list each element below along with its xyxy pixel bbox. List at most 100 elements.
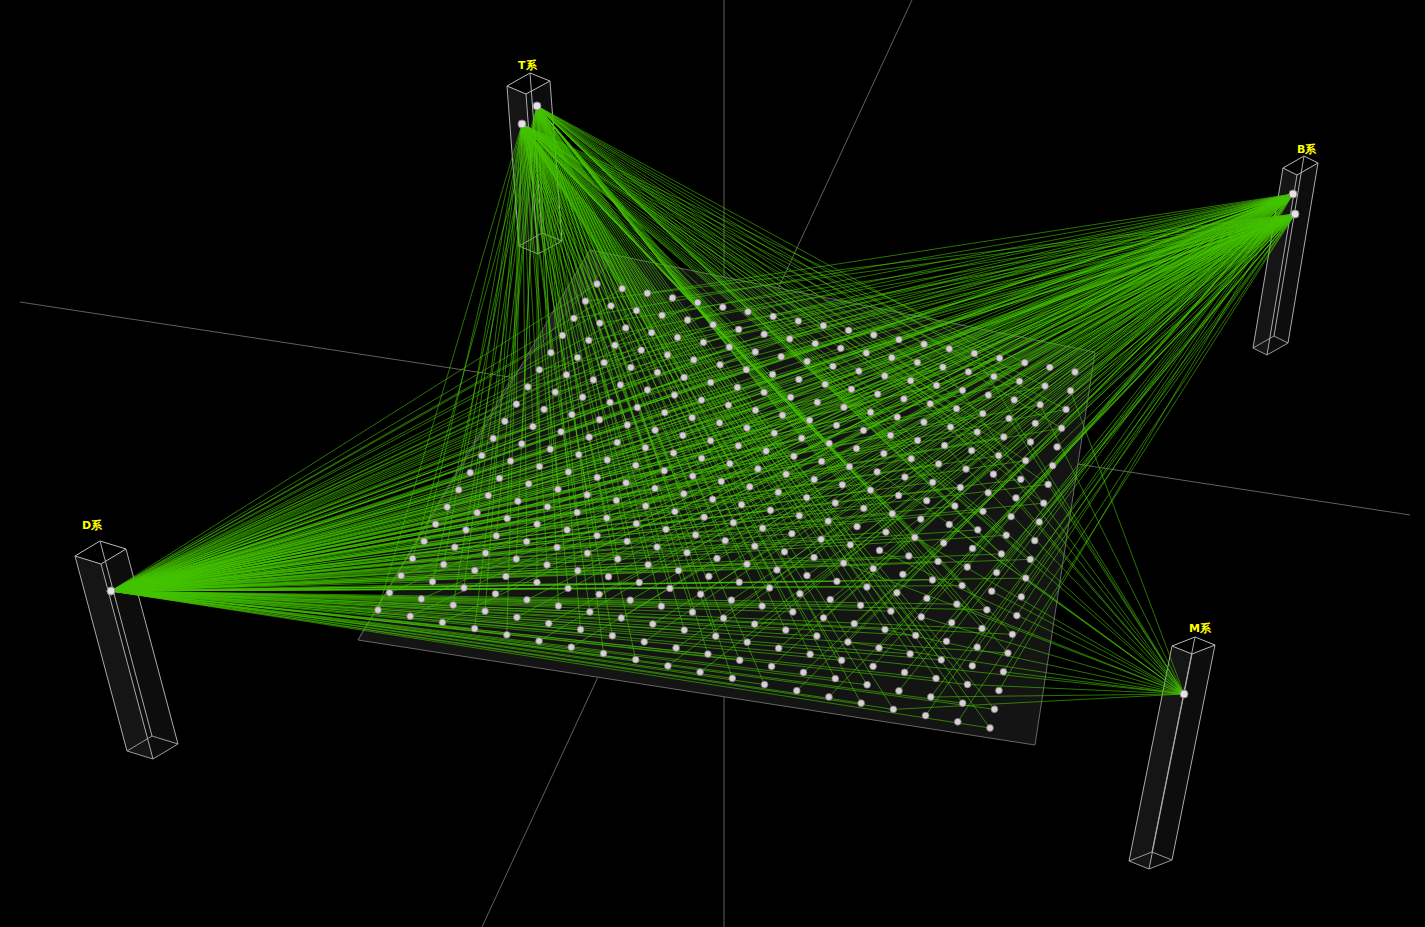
ray-line: [111, 591, 1012, 634]
ray-line: [111, 381, 1019, 591]
grid-point: [614, 439, 621, 446]
grid-point: [502, 573, 509, 580]
grid-point: [744, 639, 751, 646]
grid-point: [609, 632, 616, 639]
grid-point: [725, 402, 732, 409]
grid-point: [876, 645, 883, 652]
ray-line: [1039, 214, 1295, 522]
grid-point: [954, 718, 961, 725]
grid-point: [1013, 495, 1020, 502]
grid-point: [726, 344, 733, 351]
grid-point: [964, 681, 971, 688]
grid-point: [867, 487, 874, 494]
grid-point: [712, 633, 719, 640]
grid-point: [1027, 439, 1034, 446]
grid-point: [846, 463, 853, 470]
grid-point: [575, 451, 582, 458]
grid-point: [883, 529, 890, 536]
grid-point: [698, 397, 705, 404]
ray-line: [506, 214, 1295, 576]
ray-line: [111, 488, 960, 591]
grid-point: [439, 619, 446, 626]
grid-point: [680, 490, 687, 497]
grid-point: [787, 394, 794, 401]
grid-point: [594, 281, 601, 288]
grid-point: [806, 417, 813, 424]
grid-point: [513, 556, 520, 563]
grid-point: [547, 446, 554, 453]
grid-point: [933, 675, 940, 682]
grid-point: [939, 364, 946, 371]
grid-point: [674, 334, 681, 341]
ray-line: [589, 214, 1295, 437]
ray-line: [527, 214, 1295, 600]
ray-line: [111, 591, 793, 612]
grid-point: [848, 386, 855, 393]
grid-point: [876, 547, 883, 554]
grid-point: [811, 476, 818, 483]
grid-point: [664, 662, 671, 669]
grid-point: [421, 538, 428, 545]
grid-point: [648, 329, 655, 336]
ray-line: [973, 214, 1295, 548]
ray-line: [1075, 214, 1295, 372]
ray-line: [807, 214, 1295, 361]
grid-point: [734, 384, 741, 391]
grid-point: [917, 516, 924, 523]
grid-point: [959, 700, 966, 707]
grid-point: [728, 597, 735, 604]
grid-point: [432, 521, 439, 528]
grid-point: [1006, 415, 1013, 422]
grid-point: [636, 579, 643, 586]
grid-point: [744, 425, 751, 432]
grid-point: [482, 550, 489, 557]
pillar-label: D系: [82, 520, 102, 531]
grid-point: [857, 602, 864, 609]
ray-line: [1014, 214, 1295, 400]
grid-point: [490, 435, 497, 442]
grid-point: [1022, 575, 1029, 582]
grid-point: [795, 318, 802, 325]
ray-line: [814, 214, 1295, 480]
grid-point: [386, 589, 393, 596]
grid-point: [1063, 406, 1070, 413]
grid-point: [681, 374, 688, 381]
ray-line: [1071, 391, 1184, 694]
pillar-bottom: [1253, 336, 1288, 355]
grid-point: [946, 521, 953, 528]
grid-point: [492, 590, 499, 597]
ray-line: [466, 214, 1295, 530]
grid-point: [604, 457, 611, 464]
grid-point: [811, 554, 818, 561]
grid-point: [908, 455, 915, 462]
ray-line: [111, 340, 899, 591]
grid-point: [974, 526, 981, 533]
grid-point: [766, 585, 773, 592]
ray-line: [111, 535, 1006, 591]
grid-point: [887, 432, 894, 439]
grid-point: [889, 510, 896, 517]
grid-point: [832, 675, 839, 682]
grid-point: [564, 527, 571, 534]
ray-line: [931, 694, 1184, 697]
ray-line: [1057, 214, 1295, 447]
ray-line: [111, 414, 983, 591]
grid-point: [700, 339, 707, 346]
ray-line: [1003, 672, 1184, 694]
ray-line: [931, 214, 1295, 697]
ray-line: [615, 214, 1295, 345]
grid-point: [658, 603, 665, 610]
ray-line: [1003, 214, 1295, 672]
grid-point: [718, 478, 725, 485]
grid-point: [670, 450, 677, 457]
grid-point: [1022, 457, 1029, 464]
ray-line: [111, 459, 911, 591]
grid-point: [825, 518, 832, 525]
ray-line: [111, 591, 994, 709]
grid-point: [912, 632, 919, 639]
ray-line: [111, 440, 918, 591]
ray-line: [911, 459, 1184, 694]
grid-point: [735, 326, 742, 333]
ray-line: [997, 214, 1295, 573]
grid-point: [788, 530, 795, 537]
